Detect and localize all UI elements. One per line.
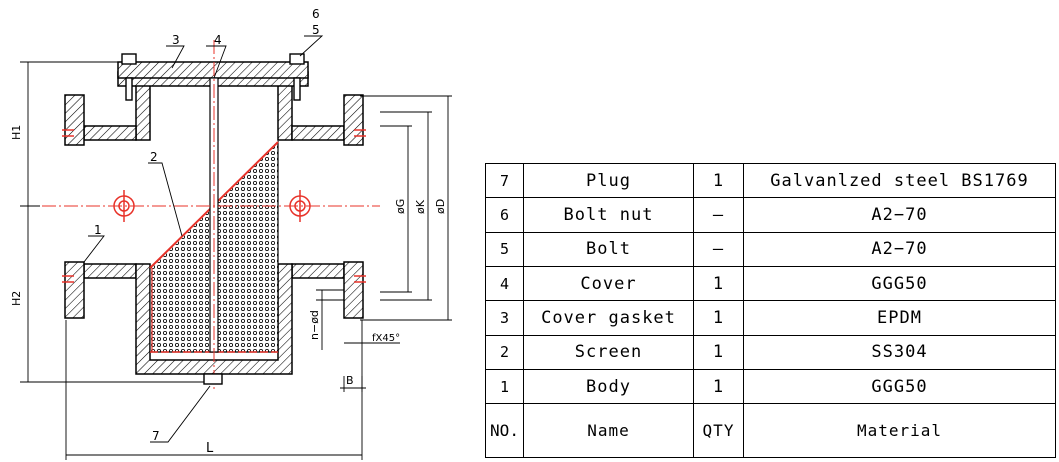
callout-4: 4 [214,33,222,47]
row-name: Bolt [523,231,694,268]
row-no: 5 [485,231,524,268]
table-row: 5 Bolt — A2−70 [485,231,1056,268]
header-qty: QTY [693,403,744,458]
dim-d-label: øD [434,199,447,214]
row-material: EPDM [743,300,1056,336]
row-qty: 1 [693,162,744,199]
row-name: Cover gasket [523,300,694,336]
row-name: Plug [523,162,694,199]
row-name: Bolt nut [523,197,694,233]
header-no: NO. [485,403,524,458]
row-material: Galvanlzed steel BS1769 [743,162,1056,199]
row-material: GGG50 [743,369,1056,405]
table-row: 4 Cover 1 GGG50 [485,266,1056,302]
flange-bolt-holes [113,190,311,222]
table-row: 7 Plug 1 Galvanlzed steel BS1769 [485,162,1056,199]
dim-b-label: B [346,374,354,387]
dimension-lines [20,61,452,460]
row-material: SS304 [743,334,1056,371]
dim-chamfer-label: fX45° [372,333,400,344]
row-qty: — [693,231,744,268]
cover-plate [117,61,309,79]
callout-3: 3 [172,33,180,47]
callout-6: 6 [312,7,320,21]
row-no: 1 [485,369,524,405]
row-qty: 1 [693,266,744,302]
row-no: 3 [485,300,524,336]
dim-h2-label: H2 [10,291,23,306]
row-name: Cover [523,266,694,302]
callout-2: 2 [150,150,158,164]
header-name: Name [523,403,694,458]
table-header-row: NO. Name QTY Material [485,403,1056,458]
row-qty: 1 [693,334,744,371]
cover-bolts [121,53,305,101]
row-qty: 1 [693,369,744,405]
callout-leaders [83,35,324,443]
callout-5: 5 [312,23,320,37]
dim-bolt-holes-label: n−ød [308,310,321,340]
row-name: Screen [523,334,694,371]
row-name: Body [523,369,694,405]
table-row: 6 Bolt nut — A2−70 [485,197,1056,233]
drain-plug [203,373,223,385]
flange-bolt-marks [62,129,366,283]
row-no: 4 [485,266,524,302]
dim-g-label: øG [394,199,407,214]
row-material: GGG50 [743,266,1056,302]
dim-h1-label: H1 [10,125,23,140]
dim-k-label: øK [414,199,427,214]
table-row: 3 Cover gasket 1 EPDM [485,300,1056,336]
row-no: 6 [485,197,524,233]
dim-l-label: L [206,441,214,456]
row-qty: 1 [693,300,744,336]
table-row: 2 Screen 1 SS304 [485,334,1056,371]
table-row: 1 Body 1 GGG50 [485,369,1056,405]
header-material: Material [743,403,1056,458]
row-no: 2 [485,334,524,371]
row-qty: — [693,197,744,233]
body-shell [64,71,364,375]
callout-1: 1 [94,223,102,237]
row-material: A2−70 [743,197,1056,233]
parts-list-table: 7 Plug 1 Galvanlzed steel BS1769 6 Bolt … [485,162,1056,458]
callout-7: 7 [152,429,160,443]
strainer-section-drawing: 1 2 3 4 5 6 7 H1 H2 L øG øK øD n−ød fX45… [10,7,452,460]
row-no: 7 [485,162,524,199]
row-material: A2−70 [743,231,1056,268]
